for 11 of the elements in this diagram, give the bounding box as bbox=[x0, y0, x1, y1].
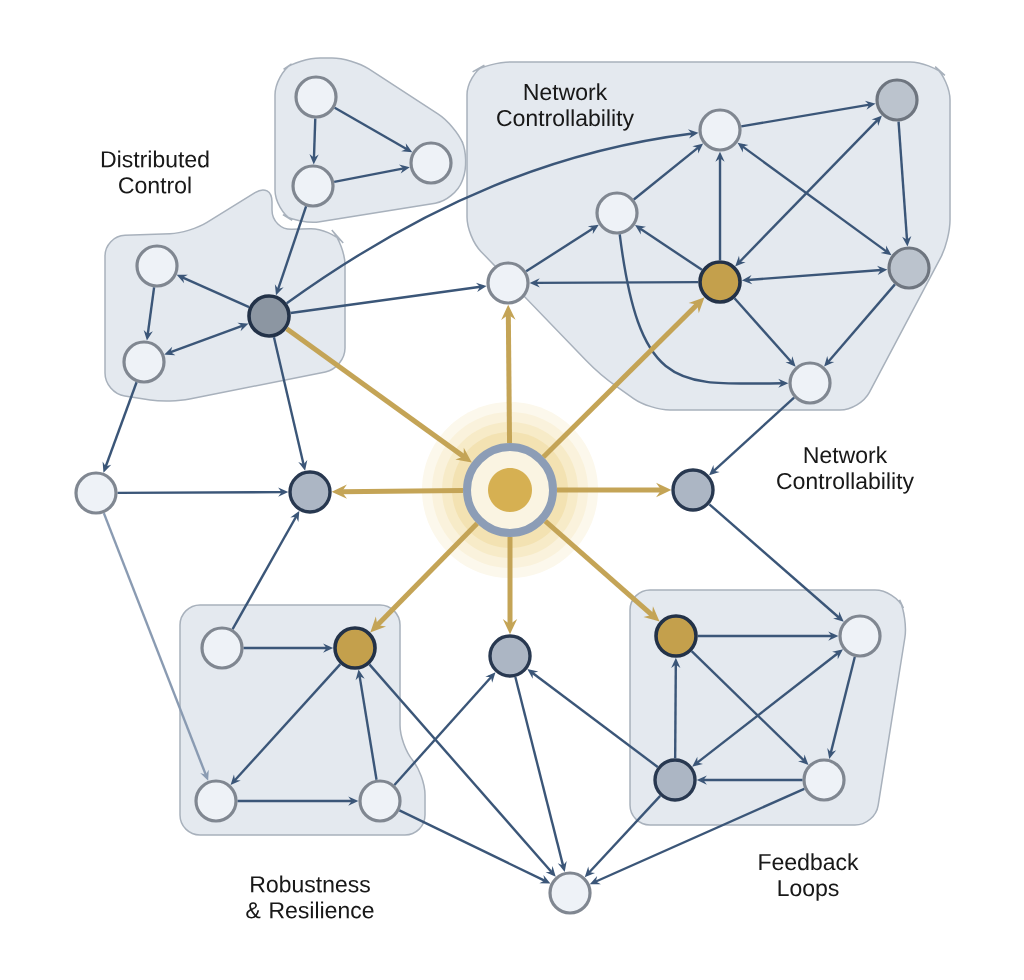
arrow bbox=[733, 297, 796, 367]
central-node bbox=[422, 402, 598, 578]
arrow bbox=[368, 663, 556, 877]
section-label: Network Controllability bbox=[777, 446, 914, 494]
arrow bbox=[708, 503, 844, 622]
section-label: Distributed Control bbox=[101, 150, 209, 194]
arrow bbox=[692, 649, 843, 767]
cluster-region: Network Controllability bbox=[466, 61, 951, 411]
node-label: Robustness & Resilience bbox=[246, 875, 374, 919]
cluster-region: Feedback Loops bbox=[629, 589, 907, 901]
node-label: Feedback Loops bbox=[759, 853, 859, 901]
